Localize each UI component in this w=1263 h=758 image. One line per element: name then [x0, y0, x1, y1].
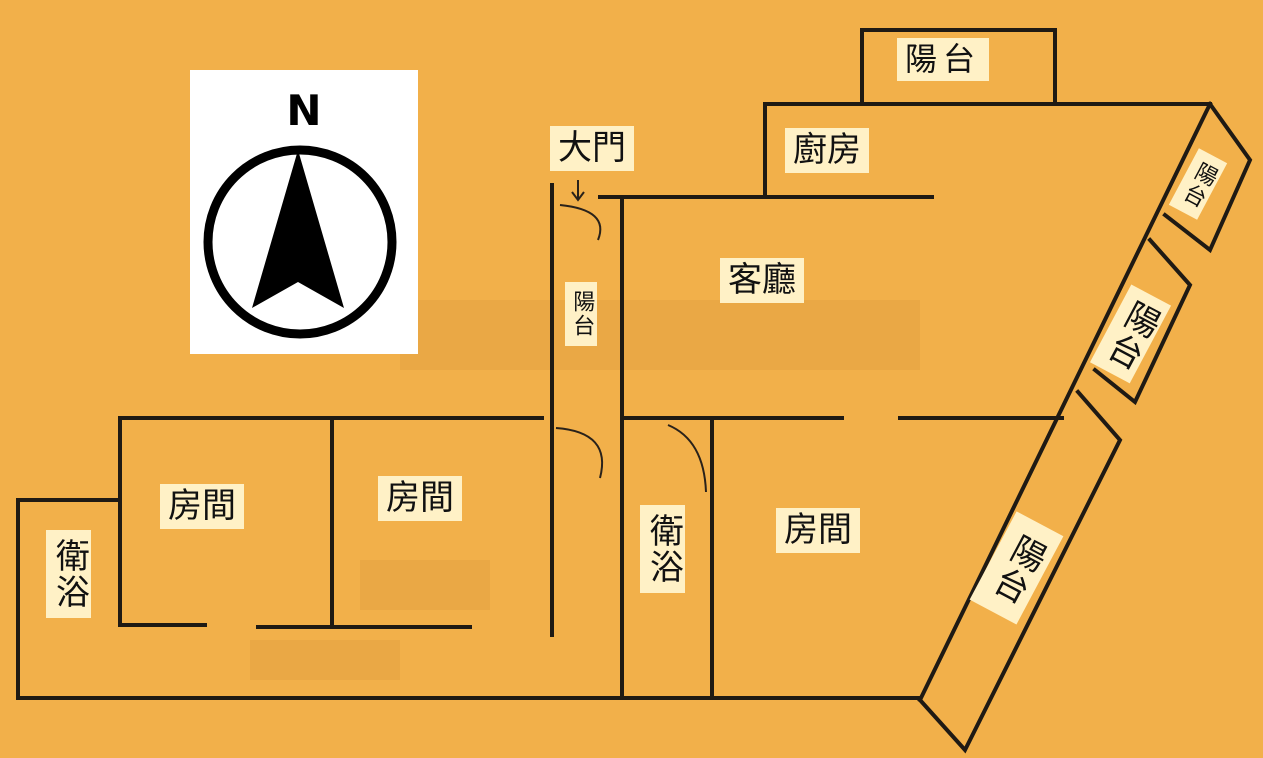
room-label-bedroom-1: 房間	[160, 484, 244, 530]
balcony-right-upper-walls	[1162, 101, 1253, 254]
room-label-main-door: 大門	[550, 126, 634, 172]
balcony-right-middle-walls	[1092, 237, 1193, 406]
background-smudge	[400, 300, 920, 370]
corridor-door-swing	[555, 427, 604, 479]
background-smudge	[360, 560, 490, 610]
north-arrow-icon	[203, 145, 397, 339]
room-label-balcony-corridor: 陽台	[565, 282, 598, 346]
balcony-top-walls	[860, 28, 1057, 106]
background-smudge	[250, 640, 400, 680]
outer-bottom-wall	[16, 498, 922, 700]
room-label-living-room: 客廳	[720, 258, 804, 304]
kitchen-top-wall	[763, 102, 1212, 198]
room-label-bedroom-2: 房間	[378, 476, 462, 522]
compass: N	[190, 70, 418, 354]
main-door-arrowhead	[571, 191, 585, 202]
room-label-balcony-top: 陽台	[897, 38, 990, 82]
main-door-swing	[559, 204, 602, 241]
room-label-bedroom-3: 房間	[776, 508, 860, 554]
compass-north-label: N	[286, 86, 322, 135]
room-label-kitchen: 廚房	[785, 128, 869, 174]
bedroom-1-walls	[118, 416, 207, 627]
room-label-bathroom-left: 衛浴	[46, 530, 92, 618]
bathroom-door-swing	[667, 424, 707, 493]
balcony-right-lower-walls	[917, 389, 1123, 754]
diagonal-outer-wall	[917, 101, 1213, 703]
room-label-bathroom-center: 衛浴	[640, 505, 686, 593]
